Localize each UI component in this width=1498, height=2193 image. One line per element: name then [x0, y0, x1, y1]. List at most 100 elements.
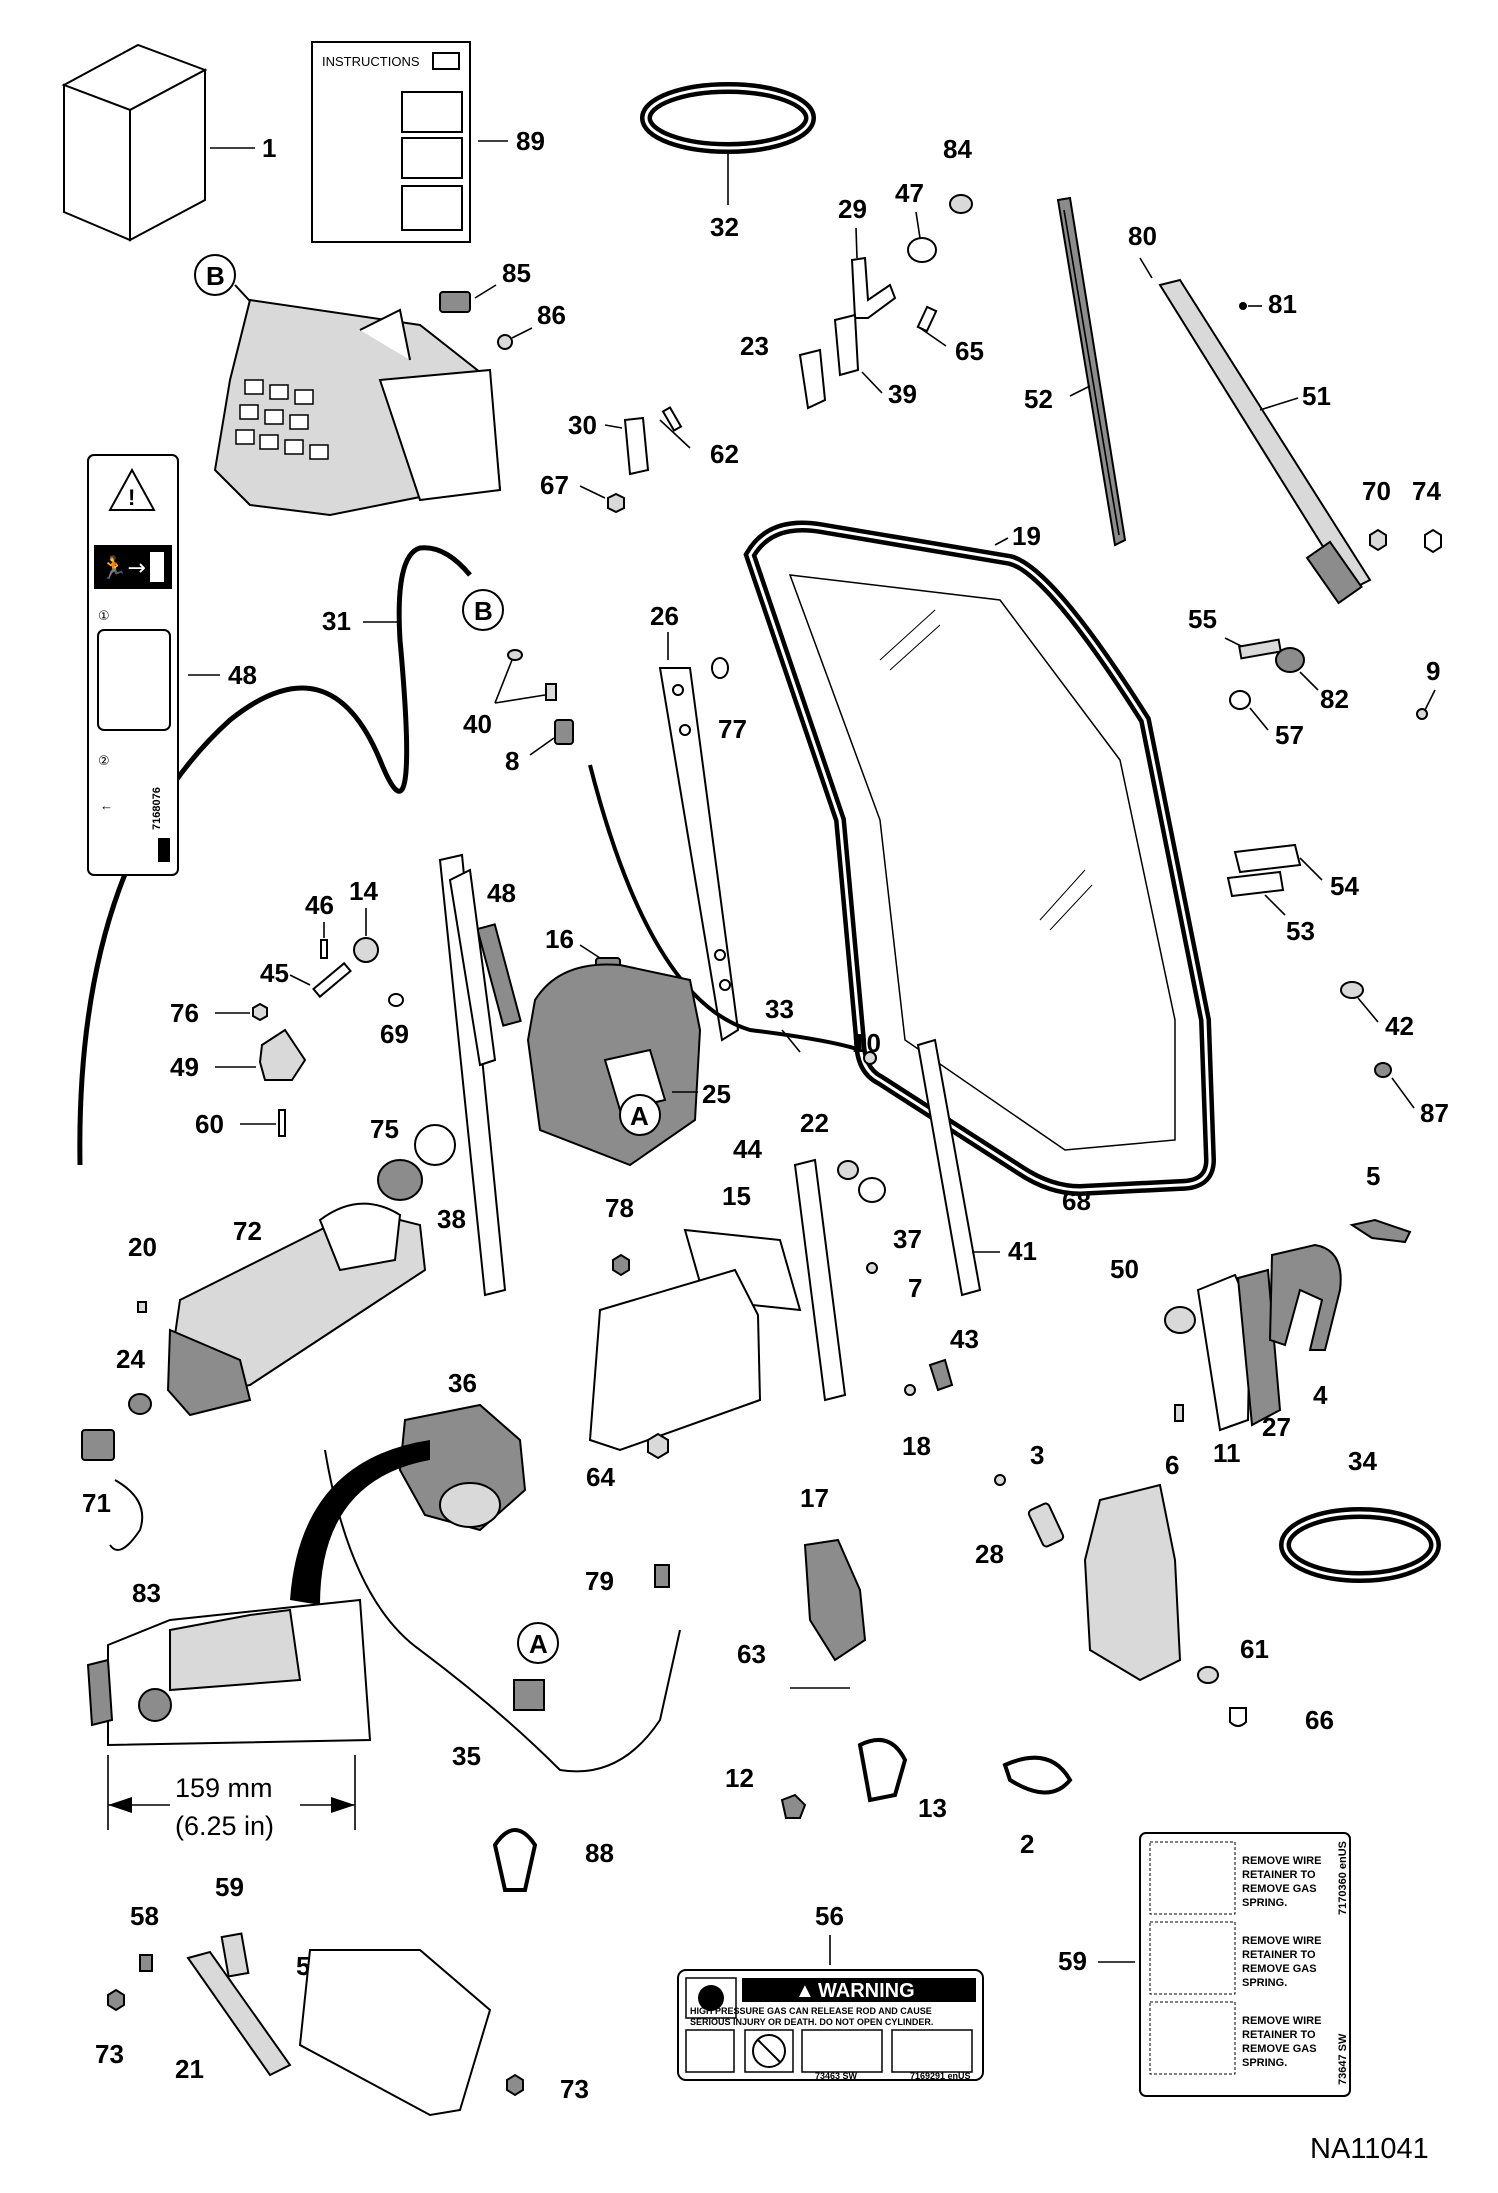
warning-code2: 7169291 enUS: [910, 2071, 971, 2081]
part-fitting: [545, 683, 557, 701]
part-box: [61, 43, 208, 242]
callout: 29: [838, 194, 867, 224]
callout: 11: [1213, 1438, 1241, 1468]
callout: 55: [1188, 604, 1217, 634]
part-instructions: INSTRUCTIONS: [311, 41, 471, 243]
gas-decal-line: SPRING.: [1242, 2057, 1287, 2069]
callout: 42: [1385, 1011, 1414, 1041]
callout: 53: [1286, 916, 1315, 946]
part-hinge-half: [623, 416, 650, 476]
callout: 32: [710, 212, 739, 242]
callout: 16: [545, 924, 574, 954]
callout: 26: [650, 601, 679, 631]
callout: 22: [800, 1108, 829, 1138]
part-nut: [1239, 302, 1247, 310]
svg-text:①: ①: [98, 608, 110, 623]
part-nut: [107, 1988, 125, 2012]
gas-decal-line: REMOVE GAS: [1242, 2043, 1317, 2055]
gas-decal-line: RETAINER TO: [1242, 1869, 1316, 1881]
part-connector: [654, 1564, 670, 1588]
warning-code1: 73463 SW: [815, 2071, 858, 2081]
callout: 65: [955, 336, 984, 366]
callout: 62: [710, 439, 739, 469]
callout: 48: [487, 878, 516, 908]
part-latch-lever: [258, 1028, 307, 1081]
detail-marker-a: [619, 1094, 661, 1136]
callout: 2: [1020, 1829, 1034, 1859]
callout: 7: [908, 1273, 922, 1303]
callout: 40: [463, 709, 492, 739]
part-door-frame: [743, 520, 1217, 1197]
part-handle-pad: [1236, 1268, 1282, 1427]
callout: 12: [725, 1763, 754, 1793]
part-screw: [1416, 708, 1428, 720]
gas-decal-line: REMOVE WIRE: [1242, 2015, 1321, 2027]
part-key: [1349, 1218, 1412, 1244]
callout: 80: [1128, 221, 1157, 251]
decal-exit: ! 🏃→ ① ② ← 7168076: [87, 454, 179, 876]
part-connector: [554, 719, 574, 745]
dimension-mm: 159 mm: [175, 1773, 273, 1803]
callout: 18: [902, 1431, 931, 1461]
part-screw: [866, 1262, 878, 1274]
part-wiper-motor: [398, 1403, 527, 1532]
part-wiper-blade: [1056, 196, 1127, 547]
svg-text:🏃→: 🏃→: [100, 555, 146, 581]
part-grommet: [128, 1393, 152, 1415]
part-bushing: [907, 237, 937, 263]
warning-line2: SERIOUS INJURY OR DEATH. DO NOT OPEN CYL…: [690, 2017, 933, 2027]
callout: 34: [1348, 1446, 1377, 1476]
decal-gas-spring: REMOVE WIRE RETAINER TO REMOVE GAS SPRIN…: [1139, 1832, 1351, 2097]
gas-decal-line: RETAINER TO: [1242, 2029, 1316, 2041]
part-bolt: [1229, 1707, 1247, 1727]
callout: 23: [740, 331, 769, 361]
part-nut: [647, 1432, 669, 1460]
callout: 47: [895, 178, 924, 208]
callout: 67: [540, 470, 569, 500]
svg-text:②: ②: [98, 753, 110, 768]
callout: 70: [1362, 476, 1391, 506]
callout: 58: [130, 1901, 159, 1931]
part-door-handle: [1268, 1243, 1342, 1351]
callout: 76: [170, 998, 199, 1028]
detail-marker-label: B: [206, 261, 225, 291]
part-striker-plate: [1083, 1483, 1182, 1682]
part-latch-housing: [526, 963, 702, 1167]
callout: 82: [1320, 684, 1349, 714]
callout: 4: [1313, 1380, 1328, 1410]
callout: 52: [1024, 384, 1053, 414]
part-latch: [803, 1538, 867, 1662]
callout: 43: [950, 1324, 979, 1354]
part-harness-connector: [513, 1679, 545, 1711]
part-pin: [320, 939, 328, 959]
callout: 59: [215, 1872, 244, 1902]
gas-decal-line: SPRING.: [1242, 1977, 1287, 1989]
detail-marker-b: [462, 589, 504, 631]
part-pin: [312, 961, 352, 999]
part-washer: [1229, 690, 1251, 710]
part-plate: [798, 348, 827, 410]
part-strap: [793, 1158, 847, 1402]
callout: 54: [1330, 871, 1359, 901]
part-mounting-plate: [588, 1268, 762, 1452]
gas-decal-line: REMOVE WIRE: [1242, 1935, 1321, 1947]
part-washer-reservoir: [166, 1202, 427, 1417]
callout: 27: [1262, 1412, 1291, 1442]
callout: 75: [370, 1114, 399, 1144]
part-nut: [1374, 1062, 1392, 1078]
callout: 79: [585, 1566, 614, 1596]
detail-marker-label: A: [529, 1629, 548, 1659]
callout: 3: [1030, 1440, 1044, 1470]
part-pump: [81, 1429, 115, 1461]
callout: 39: [888, 379, 917, 409]
callout: 28: [975, 1539, 1004, 1569]
detail-marker-b: [194, 254, 236, 296]
callout: 87: [1420, 1098, 1449, 1128]
callout: 59: [1058, 1946, 1087, 1976]
part-link: [833, 313, 860, 377]
gas-decal-code1: 7170360 enUS: [1337, 1841, 1349, 1915]
callout: 57: [1275, 720, 1304, 750]
callout: 66: [1305, 1705, 1334, 1735]
figure-id: NA11041: [1310, 2133, 1429, 2165]
